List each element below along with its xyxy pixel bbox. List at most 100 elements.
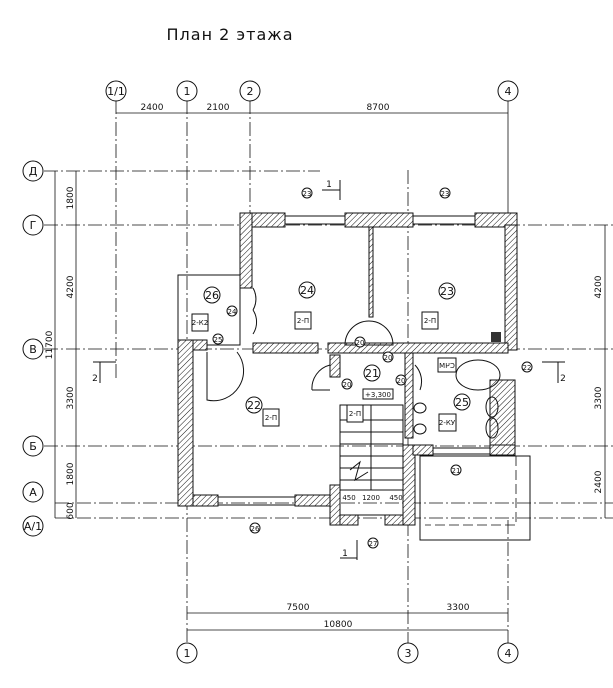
plan-mark — [421, 311, 439, 330]
room-numbers: 26 24 23 22 21 25 — [203, 281, 471, 414]
plan-mark — [419, 455, 531, 541]
plan-mark — [239, 212, 253, 289]
section-marks: 1 1 2 2 — [92, 180, 566, 560]
plan-mark — [22, 435, 44, 457]
plan-mark: 21 — [450, 464, 462, 476]
plan-mark — [301, 187, 313, 199]
plan-label: 4 — [505, 85, 512, 98]
plan-mark — [177, 339, 194, 507]
plan-label: 20 — [343, 381, 352, 389]
dim-left-600: 600 — [66, 502, 76, 519]
plan-label: 22 — [247, 399, 261, 412]
plan-mark — [402, 444, 416, 526]
plan-label: 20 — [384, 354, 393, 362]
axis-bubble-2: 2 — [239, 80, 261, 102]
plan-label: 25 — [214, 336, 223, 344]
room-22: 22 — [245, 396, 263, 414]
plan-label: 24 — [228, 308, 237, 316]
plan-mark — [217, 496, 296, 506]
dim-top-2100: 2100 — [207, 103, 230, 113]
plan-mark — [439, 187, 451, 199]
plan-label: 2-П — [297, 317, 309, 325]
plan-mark — [22, 481, 44, 503]
plan-mark — [414, 364, 423, 391]
plan-mark — [22, 515, 44, 537]
plan-mark — [344, 212, 414, 228]
plan-mark — [322, 180, 341, 200]
plan-mark — [22, 160, 44, 182]
plan-mark — [453, 393, 471, 411]
plan-label: 24 — [300, 284, 314, 297]
walls — [177, 212, 518, 526]
sink-icon — [485, 396, 499, 418]
plan-mark: 20 — [395, 374, 407, 386]
grid-axes — [44, 100, 613, 643]
plan-label: 2-П — [424, 317, 436, 325]
plan-mark — [521, 361, 533, 373]
plan-mark — [212, 333, 224, 345]
room-tags: 2-К2 2-П 2-П 2-П 2-П 2-КУ +3,300 — [191, 311, 457, 432]
plan-mark — [22, 214, 44, 236]
plan-mark — [341, 378, 353, 390]
plan-mark: 20 — [341, 378, 353, 390]
dim-stair-450b: 450 — [389, 494, 402, 502]
plan-mark — [311, 364, 331, 391]
plan-mark — [404, 352, 414, 439]
room-21: 21 — [363, 364, 381, 382]
plan-label: 1 — [342, 549, 348, 559]
plan-mark — [395, 374, 407, 386]
dim-left-total: 11700 — [45, 330, 55, 359]
plan-mark — [384, 514, 404, 526]
axis-bubble-1-1: 1/1 — [105, 80, 127, 102]
plan-mark — [327, 342, 509, 354]
dim-right-4200: 4200 — [594, 275, 604, 298]
plan-mark: 27 — [367, 537, 379, 549]
plan-label: 1 — [184, 647, 191, 660]
plan-mark — [177, 274, 241, 346]
plan-label: 1 — [184, 85, 191, 98]
axis-bubble-D: Д — [22, 160, 44, 182]
plan-label: Г — [30, 219, 37, 232]
axis-bubble-1-bottom: 1 — [176, 642, 198, 664]
element-markers: 23 23 24 25 20 20 20 20 22 21 26 27 — [212, 187, 533, 549]
plan-mark — [497, 642, 519, 664]
axis-bubble-B: Б — [22, 435, 44, 457]
dimension-labels: 2400 2100 8700 1800 4200 3300 1800 600 1… — [45, 103, 604, 630]
plan-mark — [176, 642, 198, 664]
axis-bubbles: 1/1 1 2 4 1 3 4 Д Г В Б А А/1 — [22, 80, 519, 664]
plan-label: 1/1 — [107, 85, 125, 98]
dim-stair-450a: 450 — [342, 494, 355, 502]
plan-mark — [367, 537, 379, 549]
dim-top-2400: 2400 — [141, 103, 164, 113]
plan-mark — [346, 404, 364, 423]
room-26: 26 — [203, 286, 221, 304]
plan-mark — [489, 444, 516, 456]
dim-top-8700: 8700 — [367, 103, 390, 113]
plan-mark — [252, 287, 257, 335]
plan-label: 4 — [505, 647, 512, 660]
plan-label: 2-К2 — [192, 319, 208, 327]
plan-mark — [450, 464, 462, 476]
plan-label: 2-П — [349, 410, 361, 418]
plan-mark — [191, 313, 209, 332]
axis-bubble-1: 1 — [176, 80, 198, 102]
plan-title: План 2 этажа — [167, 25, 294, 44]
axis-bubble-V: В — [22, 338, 44, 360]
plan-label: Д — [29, 165, 38, 178]
plan-mark — [438, 413, 457, 432]
plan-mark — [504, 224, 518, 351]
plan-mark — [382, 351, 394, 363]
plan-mark: 26 — [249, 522, 261, 534]
plan-label: 23 — [440, 285, 454, 298]
bathtub — [455, 359, 501, 391]
plan-mark — [192, 494, 219, 507]
plan-mark — [412, 444, 434, 456]
elevation-mark: +3,300 — [365, 391, 391, 399]
plan-mark — [203, 286, 221, 304]
axis-bubble-A-1: А/1 — [22, 515, 44, 537]
plan-label: 3 — [405, 647, 412, 660]
room-23: 23 — [438, 282, 456, 300]
plan-label: 20 — [356, 339, 365, 347]
plan-mark — [397, 642, 419, 664]
plan-label: 26 — [251, 525, 260, 533]
